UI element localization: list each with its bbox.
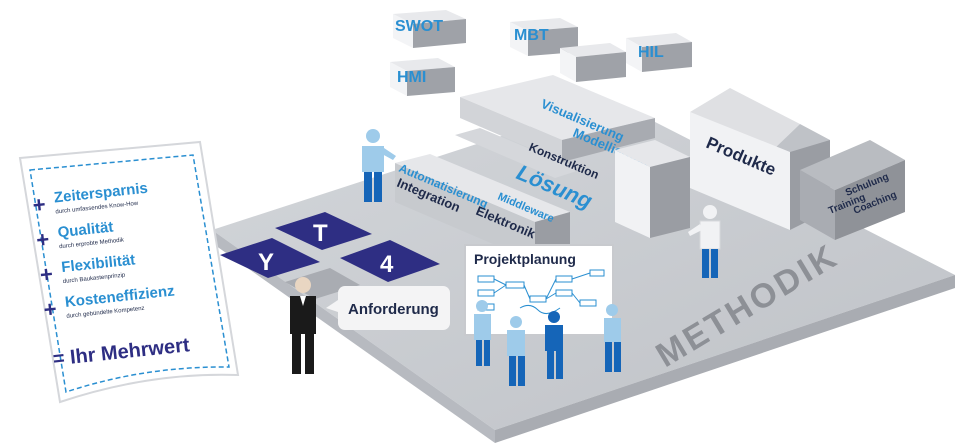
annex-side [835,160,905,240]
benefit-title: Qualität [57,219,114,242]
person-suit [290,277,316,374]
tile-y [220,238,320,278]
platform-edge-right [495,275,955,443]
solution-blocks: Visualisierung Modellierung Konstruktion… [395,75,690,262]
cube-hil: HIL [626,33,692,72]
cube-blank [560,43,626,82]
block-right-side [650,157,690,238]
block-front-top [395,154,570,222]
anforderung-box [338,286,450,330]
paper-sheet [18,140,240,404]
block-front-face [395,163,535,262]
tile-4 [340,240,440,282]
tile-y-label: Y [258,249,274,276]
cube-mbt: MBT [510,18,578,56]
block-right-top [615,140,690,167]
team-group [474,300,621,386]
person-right [688,205,721,278]
plus-icon: + [39,261,54,287]
plus-icon: + [35,226,50,252]
label-projektplanung: Projektplanung [474,251,576,267]
benefits-paper: + Zeitersparnis durch umfassendes Know-H… [18,140,240,404]
cube-hmi-label: HMI [397,69,426,86]
block-inner-top [455,128,580,178]
paper-border [29,154,230,393]
tile-t-label: T [313,220,328,247]
tile-t [275,212,372,250]
block-right-front [615,150,650,238]
label-anforderung: Anforderung [348,301,439,318]
tile-4-label: 4 [380,251,394,278]
house-front [690,112,790,230]
house-roof-left [690,88,800,148]
annex-front [800,170,835,240]
annex-roof [800,140,905,190]
cube-hil-label: HIL [638,44,664,61]
method-cubes: SWOT MBT HIL HMI [390,10,692,96]
cube-swot: SWOT [393,10,466,48]
plus-icon: + [31,192,46,218]
anforderung-bubble: Anforderung [326,286,450,330]
plus-icon: + [42,296,57,322]
cube-hmi: HMI [390,58,455,96]
platform-edge-left [212,230,495,443]
person-top-left [362,129,396,202]
block-back-top [460,75,655,140]
cube-swot-label: SWOT [395,18,443,35]
block-back-front [460,97,562,162]
products-house: Produkte Schulung Training Coaching [690,88,905,240]
cube-mbt-label: MBT [514,27,549,44]
block-back-side [562,118,655,162]
